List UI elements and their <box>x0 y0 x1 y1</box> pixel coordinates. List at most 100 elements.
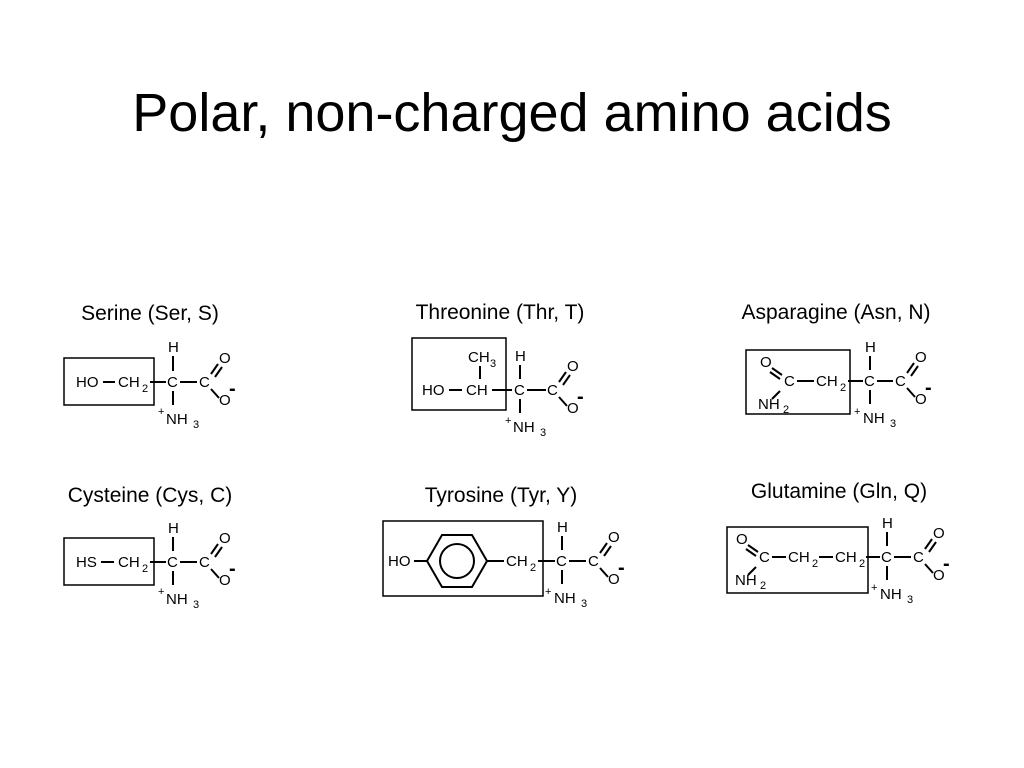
asparagine-structure: Asparagine (Asn, N) O C NH 2 CH 2 C H + … <box>741 301 931 430</box>
svg-text:O: O <box>915 391 927 408</box>
glutamine-ch-second: CH <box>835 549 857 566</box>
svg-text:O: O <box>608 571 620 588</box>
svg-text:+: + <box>545 586 551 598</box>
svg-text:2: 2 <box>760 580 766 592</box>
glutamine-amide-carbon: C <box>759 549 770 566</box>
tyrosine-alpha-carbon: C <box>556 553 567 570</box>
cysteine-ch: CH <box>118 554 140 571</box>
threonine-carboxyl-carbon: C <box>547 382 558 399</box>
svg-text:2: 2 <box>142 383 148 395</box>
svg-text:3: 3 <box>490 358 496 370</box>
serine-structure: Serine (Ser, S) HO CH 2 C H + NH 3 C O O… <box>63 302 236 431</box>
asparagine-alpha-carbon: C <box>864 373 875 390</box>
glutamine-amino-group: NH <box>880 586 902 603</box>
svg-text:-: - <box>577 386 584 408</box>
svg-text:+: + <box>158 406 164 418</box>
svg-text:O: O <box>915 349 927 366</box>
tyrosine-ch: CH <box>506 553 528 570</box>
cysteine-thiol: HS <box>76 554 97 571</box>
svg-text:O: O <box>760 354 772 371</box>
asparagine-amide-group: NH <box>758 396 780 413</box>
svg-text:O: O <box>608 529 620 546</box>
glutamine-name: Glutamine (Gln, Q) <box>751 480 927 503</box>
asparagine-amino-group: NH <box>863 410 885 427</box>
svg-text:O: O <box>219 392 231 409</box>
svg-text:2: 2 <box>812 558 818 570</box>
threonine-ch: CH <box>466 382 488 399</box>
svg-text:3: 3 <box>193 599 199 611</box>
svg-text:-: - <box>229 558 236 580</box>
svg-text:-: - <box>229 378 236 400</box>
serine-amino-group: NH <box>166 411 188 428</box>
threonine-amino-group: NH <box>513 419 535 436</box>
serine-carboxyl-carbon: C <box>199 374 210 391</box>
tyrosine-phenyl-ring <box>425 534 489 588</box>
asparagine-amide-carbon: C <box>784 373 795 390</box>
threonine-hydroxyl: HO <box>422 382 445 399</box>
serine-alpha-carbon: C <box>167 374 178 391</box>
svg-text:2: 2 <box>859 558 865 570</box>
svg-text:H: H <box>515 348 526 365</box>
svg-text:2: 2 <box>530 562 536 574</box>
svg-text:3: 3 <box>193 419 199 431</box>
svg-text:2: 2 <box>840 382 846 394</box>
svg-text:+: + <box>871 582 877 594</box>
svg-text:H: H <box>865 339 876 356</box>
glutamine-alpha-carbon: C <box>881 549 892 566</box>
svg-text:O: O <box>219 530 231 547</box>
cysteine-structure: Cysteine (Cys, C) HS CH 2 C H + NH 3 C O… <box>63 484 236 611</box>
svg-text:O: O <box>933 567 945 584</box>
svg-text:3: 3 <box>540 427 546 439</box>
svg-text:+: + <box>854 406 860 418</box>
cysteine-alpha-carbon: C <box>167 554 178 571</box>
threonine-alpha-carbon: C <box>514 382 525 399</box>
svg-text:+: + <box>158 586 164 598</box>
svg-text:-: - <box>618 557 625 579</box>
tyrosine-aromatic-circle <box>439 543 475 579</box>
serine-ch: CH <box>118 374 140 391</box>
slide-title: Polar, non-charged amino acids <box>132 83 892 143</box>
svg-text:O: O <box>567 358 579 375</box>
svg-text:2: 2 <box>142 563 148 575</box>
svg-text:H: H <box>168 339 179 356</box>
threonine-name: Threonine (Thr, T) <box>416 301 585 324</box>
cysteine-name: Cysteine (Cys, C) <box>68 484 233 507</box>
svg-text:H: H <box>882 515 893 532</box>
glutamine-ch-first: CH <box>788 549 810 566</box>
svg-text:3: 3 <box>581 598 587 610</box>
svg-text:H: H <box>557 519 568 536</box>
svg-text:-: - <box>925 377 932 399</box>
threonine-methyl: CH <box>468 349 490 366</box>
tyrosine-side-chain-box <box>382 520 544 597</box>
glutamine-amide-group: NH <box>735 572 757 589</box>
tyrosine-amino-group: NH <box>554 590 576 607</box>
asparagine-name: Asparagine (Asn, N) <box>741 301 930 324</box>
svg-text:2: 2 <box>783 404 789 416</box>
glutamine-carboxyl-carbon: C <box>913 549 924 566</box>
svg-text:H: H <box>168 520 179 537</box>
tyrosine-name: Tyrosine (Tyr, Y) <box>425 484 578 507</box>
asparagine-ch: CH <box>816 373 838 390</box>
svg-text:O: O <box>219 572 231 589</box>
svg-text:3: 3 <box>907 594 913 606</box>
threonine-side-chain-box <box>411 337 507 411</box>
cysteine-carboxyl-carbon: C <box>199 554 210 571</box>
svg-text:O: O <box>567 400 579 417</box>
svg-text:+: + <box>505 415 511 427</box>
svg-text:O: O <box>736 531 748 548</box>
tyrosine-structure: Tyrosine (Tyr, Y) HO CH 2 C H + NH 3 C O… <box>382 484 625 610</box>
svg-text:O: O <box>219 350 231 367</box>
tyrosine-carboxyl-carbon: C <box>588 553 599 570</box>
serine-hydroxyl: HO <box>76 374 99 391</box>
glutamine-side-chain-box <box>726 526 869 594</box>
asparagine-carboxyl-carbon: C <box>895 373 906 390</box>
svg-text:O: O <box>933 525 945 542</box>
serine-name: Serine (Ser, S) <box>81 302 219 325</box>
svg-text:3: 3 <box>890 418 896 430</box>
svg-text:-: - <box>943 553 950 575</box>
threonine-structure: Threonine (Thr, T) CH 3 HO CH C H + NH 3… <box>411 301 585 439</box>
tyrosine-hydroxyl: HO <box>388 553 411 570</box>
glutamine-structure: Glutamine (Gln, Q) O C NH 2 CH 2 CH 2 C … <box>726 480 950 606</box>
cysteine-amino-group: NH <box>166 591 188 608</box>
